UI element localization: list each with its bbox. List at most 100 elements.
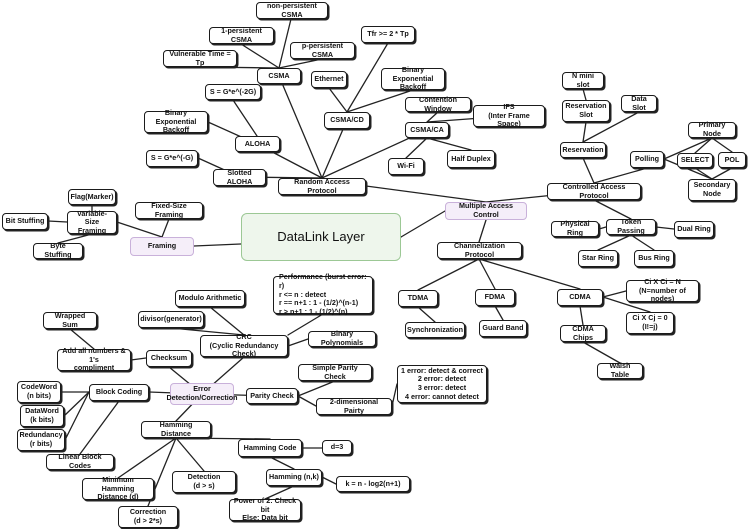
node-n-mini-slot: N mini slot xyxy=(562,71,604,89)
node-guard-band: Guard Band xyxy=(479,320,527,337)
node-tfr: Tfr >= 2 * Tp xyxy=(361,26,415,43)
node-poll: POL xyxy=(718,152,746,168)
connector-line xyxy=(602,290,627,298)
node-simple-parity-check: Simple Parity Check xyxy=(298,363,372,381)
node-parity-errors: 1 error: detect & correct 2 error: detec… xyxy=(397,365,487,403)
connector-line xyxy=(209,306,245,336)
node-csma: CSMA xyxy=(257,68,301,84)
node-reservation-slot: Reservation Slot xyxy=(562,100,610,122)
connector-line xyxy=(79,400,120,455)
connector-line xyxy=(400,210,446,238)
node-ifs: IFS (Inter Frame Space) xyxy=(473,102,545,128)
node-2-dimensional-parity: 2-dimensional Pairty xyxy=(316,397,392,415)
connector-line xyxy=(297,380,336,397)
connector-line xyxy=(328,87,348,113)
connector-line xyxy=(478,219,487,243)
connector-line xyxy=(694,167,713,180)
connector-line xyxy=(175,437,205,472)
node-dual-ring: Dual Ring xyxy=(674,221,714,238)
connector-line xyxy=(64,391,90,441)
connector-line xyxy=(405,137,428,159)
connector-line xyxy=(321,119,348,179)
node-csma-ca: CSMA/CA xyxy=(405,122,449,138)
connector-line xyxy=(426,111,439,123)
node-binary-exp-backoff-cd: Binary Exponential Backoff xyxy=(381,65,445,91)
node-performance: Performance (burst error: r) r <= n : de… xyxy=(273,273,373,316)
connector-line xyxy=(711,137,733,153)
connector-line xyxy=(278,75,323,179)
node-channelization-protocol: Channelization Protocol xyxy=(437,241,522,259)
node-linear-block-codes: Linear Block Codes xyxy=(46,453,114,470)
connector-line xyxy=(417,306,436,323)
node-physical-ring: Physical Ring xyxy=(551,220,599,237)
connector-line xyxy=(278,18,292,69)
node-csma-cd: CSMA/CD xyxy=(324,112,370,129)
node-ci-x-ci: Ci X Ci = N (N=number of nodes) xyxy=(626,277,699,303)
node-d-eq-3: d=3 xyxy=(322,440,352,455)
node-correction: Correction (d > 2*s) xyxy=(118,506,178,528)
node-framing: Framing xyxy=(130,237,194,256)
connector-line xyxy=(297,395,317,407)
node-reservation: Reservation xyxy=(560,142,606,158)
node-token-passing: Token Passing xyxy=(606,218,656,235)
node-contention-window: Contention Window xyxy=(405,95,471,112)
connector-line xyxy=(116,221,163,238)
node-bit-stuffing: Bit Stuffing xyxy=(2,213,48,230)
connector-line xyxy=(478,258,496,290)
connector-line xyxy=(494,305,504,321)
connector-line xyxy=(663,158,713,180)
connector-line xyxy=(130,357,147,361)
node-k-eq: k = n - log2(n+1) xyxy=(336,476,410,492)
node-synchronization: Synchronization xyxy=(405,322,465,338)
node-hamming-distance: Hamming Distance xyxy=(141,420,211,438)
node-cdma-chips: CDMA Chips xyxy=(560,324,606,342)
node-binary-exp-backoff-aloha: Binary Exponential Backoff xyxy=(144,108,208,134)
connector-line xyxy=(365,185,487,203)
node-non-persistent-csma: non-persistent CSMA xyxy=(256,1,328,19)
node-parity-check: Parity Check xyxy=(246,388,298,404)
connector-line xyxy=(426,137,472,151)
connector-line xyxy=(117,437,177,479)
connector-line xyxy=(582,121,587,143)
node-min-hamming-distance: Minimum Hamming Distance (d) xyxy=(82,475,154,501)
node-s-eq-g: S = G*e^(-G) xyxy=(146,150,198,167)
connector-line xyxy=(321,476,337,485)
connector-line xyxy=(321,129,428,179)
node-detection: Detection (d > s) xyxy=(172,471,236,493)
node-checksum: Checksum xyxy=(146,350,192,367)
connector-line xyxy=(582,111,640,143)
node-wrapped-sum: Wrapped Sum xyxy=(43,311,97,329)
node-s-eq-g2: S = G*e^(-2G) xyxy=(205,84,261,100)
node-controlled-access-protocol: Controlled Access Protocol xyxy=(547,182,641,200)
node-variable-size-framing: Variable-Size Framing xyxy=(67,209,117,235)
connector-line xyxy=(593,199,632,220)
node-wifi: Wi-Fi xyxy=(388,158,424,175)
node-fdma: FDMA xyxy=(475,289,515,306)
node-aloha: ALOHA xyxy=(235,136,280,152)
connector-line xyxy=(346,42,389,113)
node-codeword: CodeWord (n bits) xyxy=(17,381,61,403)
connector-line xyxy=(161,218,170,238)
connector-line xyxy=(582,157,595,184)
connector-line xyxy=(598,226,607,230)
node-secondary-node: Secondary Node xyxy=(688,179,736,201)
connector-line xyxy=(711,167,733,180)
node-modulo-arithmetic: Modulo Arithmetic xyxy=(175,290,245,307)
node-hamming-code: Hamming Code xyxy=(238,439,302,457)
node-random-access-protocol: Random Access Protocol xyxy=(278,177,366,195)
node-block-coding: Block Coding xyxy=(89,384,149,401)
node-polling: Polling xyxy=(630,151,664,168)
node-half-duplex: Half Duplex xyxy=(447,150,495,168)
node-1-persistent-csma: 1-persistent CSMA xyxy=(209,26,274,44)
connector-line xyxy=(597,234,632,251)
node-star-ring: Star Ring xyxy=(578,250,618,267)
connector-line xyxy=(346,89,414,113)
diagram-title: DataLink Layer xyxy=(241,213,401,261)
node-bus-ring: Bus Ring xyxy=(634,250,674,267)
node-slotted-aloha: Slotted ALOHA xyxy=(213,168,266,186)
connector-line xyxy=(579,305,584,326)
connector-line xyxy=(655,226,675,230)
node-select: SELECT xyxy=(677,153,713,168)
